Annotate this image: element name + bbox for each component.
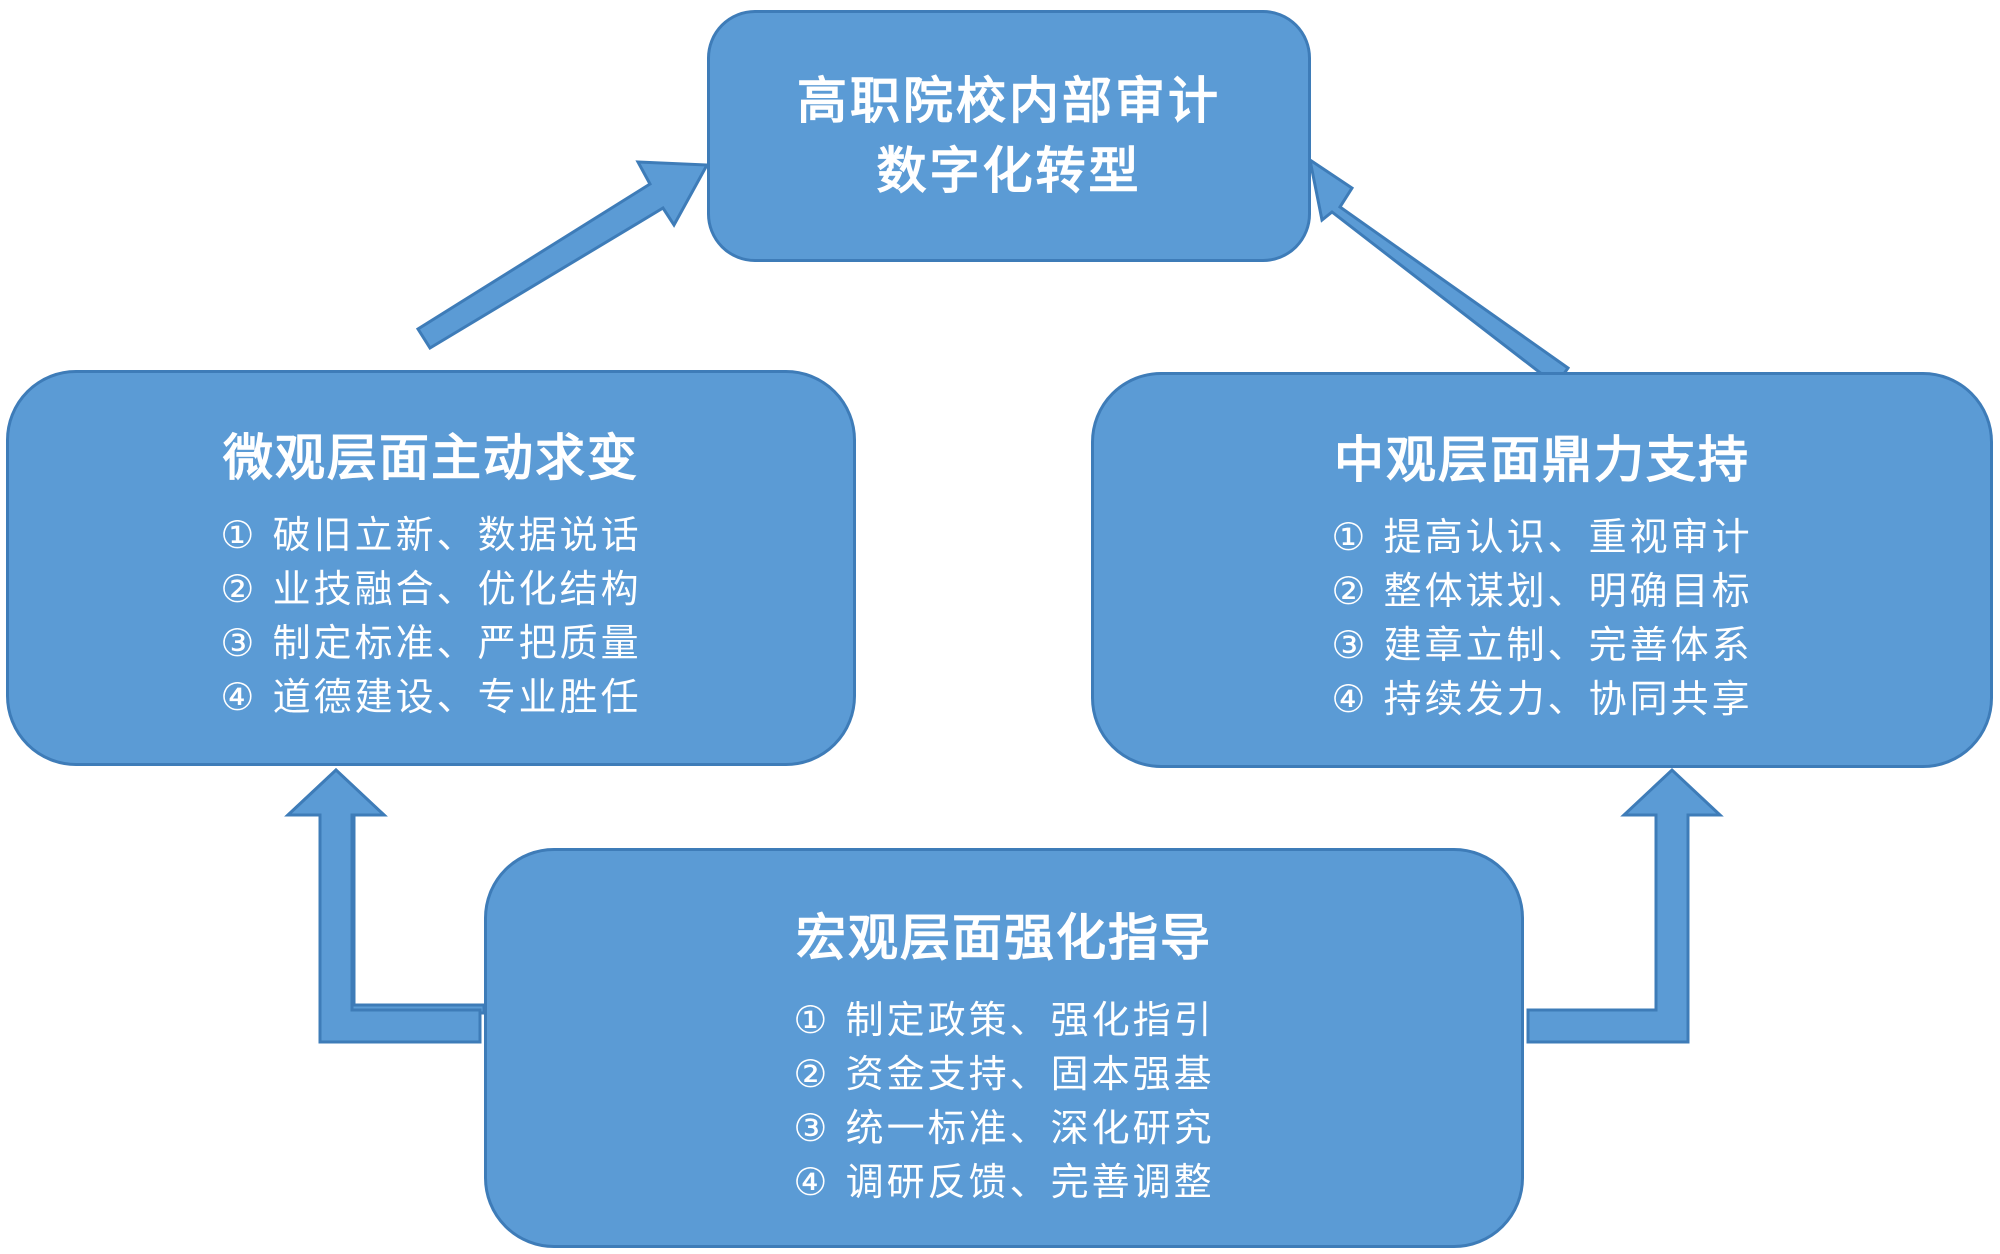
arrow-micro-to-goal — [415, 160, 710, 351]
list-item: ② 业技融合、优化结构 — [220, 567, 642, 611]
list-item: ③ 统一标准、深化研究 — [793, 1106, 1215, 1150]
list-item: ② 整体谋划、明确目标 — [1331, 569, 1753, 613]
list-item: ① 破旧立新、数据说话 — [220, 513, 642, 557]
macro-level-list: ① 制定政策、强化指引 ② 资金支持、固本强基 ③ 统一标准、深化研究 ④ 调研… — [487, 993, 1521, 1209]
arrow-meso-to-goal — [1307, 156, 1571, 388]
goal-title-line2: 数字化转型 — [876, 142, 1142, 200]
macro-level-title: 宏观层面强化指导 — [796, 909, 1212, 967]
meso-level-box: 中观层面鼎力支持 ① 提高认识、重视审计 ② 整体谋划、明确目标 ③ 建章立制、… — [1091, 372, 1993, 768]
micro-level-list: ① 破旧立新、数据说话 ② 业技融合、优化结构 ③ 制定标准、严把质量 ④ 道德… — [9, 508, 853, 724]
list-item: ③ 建章立制、完善体系 — [1331, 623, 1753, 667]
macro-level-box: 宏观层面强化指导 ① 制定政策、强化指引 ② 资金支持、固本强基 ③ 统一标准、… — [484, 848, 1524, 1248]
list-item: ④ 道德建设、专业胜任 — [220, 675, 642, 719]
micro-level-box: 微观层面主动求变 ① 破旧立新、数据说话 ② 业技融合、优化结构 ③ 制定标准、… — [6, 370, 856, 766]
arrow-macro-to-micro-body — [284, 767, 482, 1044]
arrow-macro-to-meso — [1526, 767, 1724, 1044]
list-item: ② 资金支持、固本强基 — [793, 1052, 1215, 1096]
micro-level-title: 微观层面主动求变 — [223, 429, 639, 487]
goal-title-line1: 高职院校内部审计 — [797, 72, 1221, 130]
list-item: ③ 制定标准、严把质量 — [220, 621, 642, 665]
list-item: ④ 持续发力、协同共享 — [1331, 677, 1753, 721]
list-item: ① 制定政策、强化指引 — [793, 998, 1215, 1042]
goal-box: 高职院校内部审计 数字化转型 — [707, 10, 1311, 262]
meso-level-list: ① 提高认识、重视审计 ② 整体谋划、明确目标 ③ 建章立制、完善体系 ④ 持续… — [1094, 510, 1990, 726]
meso-level-title: 中观层面鼎力支持 — [1334, 431, 1750, 489]
list-item: ④ 调研反馈、完善调整 — [793, 1160, 1215, 1204]
list-item: ① 提高认识、重视审计 — [1331, 515, 1753, 559]
